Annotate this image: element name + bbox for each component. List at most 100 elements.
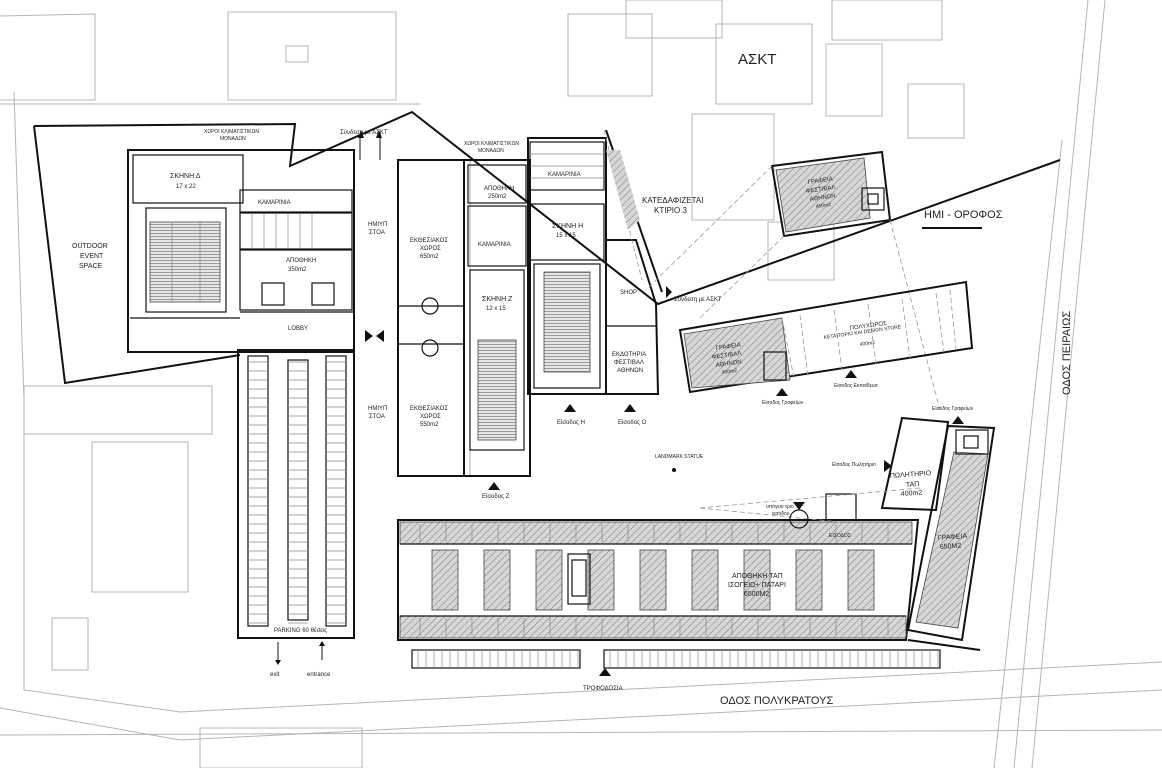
lobby-arrow-right [376,330,384,342]
festival-offices-upper-b: ΦΕΣΤΙΒΑΛ [805,185,835,195]
offices-entrance-label-2: Είσοδος Γραφείων [932,406,974,412]
semi-basement-arcade-2b: ΣΤΟΑ [369,414,385,420]
entrance-arrow [319,641,325,646]
basement-entrance-label-b: εισόδου [772,510,790,517]
ticket-office-label-c: ΑΘΗΝΩΝ [617,368,643,374]
entrance-markers [275,130,964,676]
festival-offices-upper-a: ΓΡΑΦΕΙΑ [807,177,833,186]
warehouse-label-b: ΙΣΟΓΕΙΟ+ ΠΑΤΑΡΙ [728,582,786,589]
outdoor-label-3: SPACE [79,263,103,270]
exhibition-2-area: 550m2 [420,422,439,428]
semi-basement-arcade-1a: ΗΜΙΥΠ [368,222,387,228]
offices-wing [678,280,974,394]
mezzanine-level [645,150,982,411]
exhibition-2-label-a: ΕΚΘΕΣΙΑΚΟΣ [410,406,448,412]
multi-space-label-a: ΠΟΛΥΧΩΡΟΣ [849,321,887,332]
exhibition-2-label-b: ΧΩΡΟΣ [420,414,441,420]
festival-offices-mid-b: ΦΕΣΤΙΒΑΛ [711,351,741,361]
ticket-office-label-b: ΦΕΣΤΙΒΑΛ [614,360,644,366]
entrance-offices-2-marker [952,416,964,424]
entrance-label: ΕΙΣΟΔΟΣ [829,533,851,539]
loading-parking-strip [411,649,941,669]
peiraios-street-label: ΟΔΟΣ ΠΕΙΡΑΙΩΣ [1061,311,1073,395]
festival-offices-mid-c: ΑΘΗΝΩΝ [715,359,742,369]
to-be-demolished-label-b: ΚΤΙΡΙΟ 3 [654,206,687,215]
storage-1-area: 350m2 [288,267,307,273]
dressing-rooms-label-2: ΚΑΜΑΡΙΝΙΑ [478,242,511,248]
politirio-wing [825,416,996,642]
ac-units-label-1b: ΜΟΝΑΔΩΝ [220,136,246,142]
exhibition-1-label-a: ΕΚΘΕΣΙΑΚΟΣ [410,238,448,244]
entrance-i-label: Είσοδος Η [557,420,585,426]
festival-offices-mid-d: 450m2 [721,368,737,376]
askt-link-label-2: Σύνδεση με ΑΣΚΤ [674,297,722,303]
stage-i-label: ΣΚΗΝΗ Η [552,223,583,230]
stage-d-label: ΣΚΗΝΗ Δ [170,173,201,180]
multi-space-label-c: 400m2 [859,340,875,348]
entrance-z-label: Είσοδος Ζ [482,494,510,500]
landmark-statue-label: LANDMARK STATUE [655,454,704,460]
entrance-o-label: Είσοδος Ο [618,420,647,426]
stage-d-dims: 17 x 22 [176,184,196,190]
ac-units-label-1: ΧΩΡΟΙ ΚΛΙΜΑΤΙΣΤΙΚΩΝ [204,129,259,135]
ac-units-label-2b: ΜΟΝΑΔΩΝ [478,148,504,154]
offices-entrance-label-1: Είσοδος Γραφείων [762,400,804,406]
entrance-i-marker [564,404,576,412]
exhibition-block [397,159,531,477]
politirio-area: 400m2 [901,490,923,498]
education-entrance-label: Είσοδος Εκπαίδευσ [834,383,879,389]
stage-z-dims: 12 x 15 [486,306,506,312]
loading-marker [599,668,611,676]
festival-offices-upper-d: 450m2 [815,202,831,210]
exit-arrow [275,660,281,665]
loading-label: ΤΡΟΦΟΔΟΣΙΑ [583,686,623,692]
exit-label: exit [270,672,280,678]
askt-link-marker [666,286,672,298]
warehouse-label-a: ΑΠΟΘΗΚΗ ΤΑΠ [732,573,783,580]
entrance-o-marker [624,404,636,412]
politirio-label-a: ΠΩΛΗΤΗΡΙΟ [890,470,932,480]
ticket-office-label-a: ΕΚΔΟΤΗΡΙΑ [612,352,646,358]
lobby-label: LOBBY [288,326,308,332]
basement-entrance-label-a: υπόγειο τριο [766,503,794,510]
festival-offices-upper-c: ΑΘΗΝΩΝ [809,193,836,203]
stage-d-block [127,149,355,353]
askt-link-label-1: Σύνδεση με ΑΣΚΤ [340,130,388,136]
warehouse-tap [397,487,921,641]
outdoor-label-2: EVENT [80,253,104,260]
lobby-arrow-left [365,330,373,342]
storage-1-label: ΑΠΟΘΗΚΗ [286,258,316,264]
parking-label: PARKING 60 θέσεις [274,627,327,634]
parking-area [237,349,355,639]
storage-2-area: 250m2 [488,194,507,200]
outdoor-label-1: OUTDOOR [72,243,108,250]
askt-label: ΑΣΚΤ [738,51,776,68]
entrance-parking-label: entrance [307,672,331,678]
festival-offices-mid-a: ΓΡΑΦΕΙΑ [715,343,741,352]
politirio-entrance-label: Είσοδος Πωλητήριο [832,461,876,468]
storage-2-label: ΑΠΟΘΗΚΗ [484,186,514,192]
politirio-label-b: ΤΑΠ [906,481,920,489]
mezzanine-label: ΗΜΙ - ΟΡΟΦΟΣ [924,209,1003,221]
stage-i-block [527,129,660,395]
entrance-education-marker [845,370,857,378]
dressing-rooms-label-3: ΚΑΜΑΡΙΝΙΑ [548,172,581,178]
offices-lower-label-b: 650M2 [940,543,962,551]
dressing-rooms-label-1: ΚΑΜΑΡΙΝΙΑ [258,200,291,206]
semi-basement-arcade-1b: ΣΤΟΑ [369,230,385,236]
exhibition-1-area: 650m2 [420,254,439,260]
stage-i-dims: 15 x 15 [556,233,576,239]
entrance-offices-marker [776,388,788,396]
to-be-demolished-label-a: ΚΑΤΕΔΑΦΙΖΕΤΑΙ [642,196,703,205]
shop-label: SHOP [620,290,637,296]
stage-z-label: ΣΚΗΝΗ Ζ [482,296,513,303]
basement-entrance-marker [793,502,805,510]
ac-units-label-2: ΧΩΡΟΙ ΚΛΙΜΑΤΙΣΤΙΚΩΝ [464,141,519,147]
exhibition-1-label-b: ΧΩΡΟΣ [420,246,441,252]
entrance-z-marker [488,482,500,490]
warehouse-area: 6500M2 [744,591,769,598]
offices-lower-label-a: ΓΡΑΦΕΙΑ [938,533,968,542]
entrance-politirio-marker [884,460,892,472]
